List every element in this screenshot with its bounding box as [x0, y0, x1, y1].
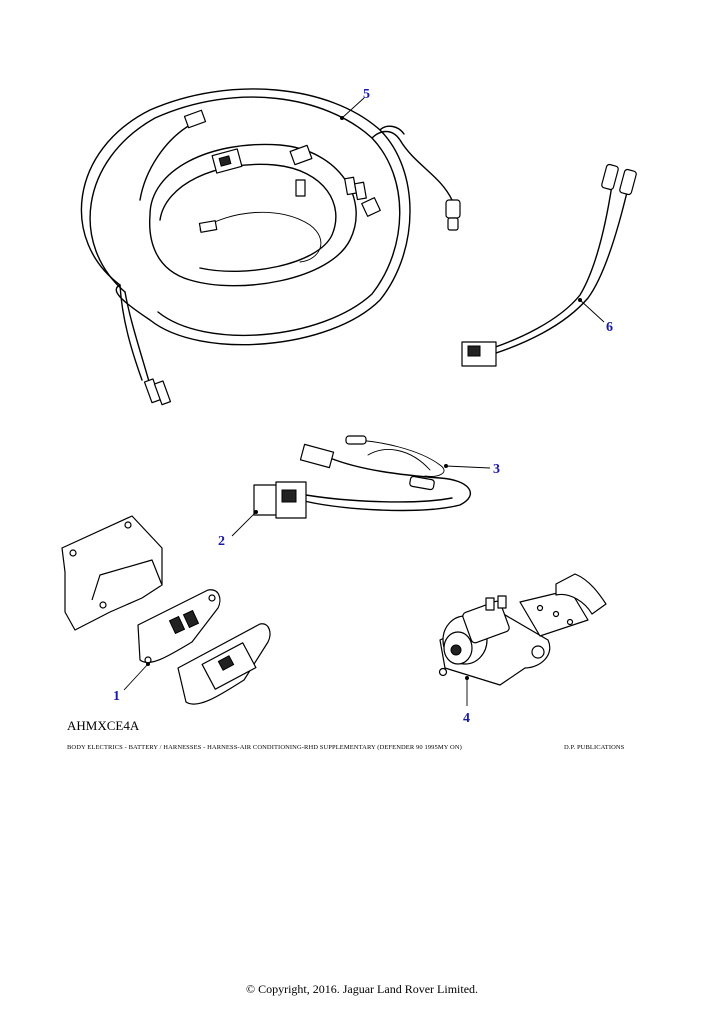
leader-dot-5 — [340, 116, 344, 120]
callout-6: 6 — [606, 320, 613, 335]
harness-5 — [80, 88, 453, 386]
leader-dot-3 — [444, 464, 448, 468]
diagram-reference-code: AHMXCE4A — [67, 718, 140, 733]
callout-2: 2 — [218, 534, 225, 549]
footer-description: BODY ELECTRICS - BATTERY / HARNESSES - H… — [67, 744, 462, 751]
callout-5: 5 — [363, 87, 370, 102]
footer-publisher: D.P. PUBLICATIONS — [564, 744, 625, 751]
callout-4: 4 — [463, 711, 470, 726]
callout-1: 1 — [113, 689, 120, 704]
leader-dot-2 — [254, 510, 258, 514]
leader-lines — [123, 97, 605, 706]
leader-dot-6 — [578, 298, 582, 302]
harness-6 — [461, 163, 637, 367]
harness-2-3 — [253, 435, 472, 519]
harness-5-connectors — [143, 109, 461, 406]
leader-dot-1 — [146, 662, 150, 666]
relay-4 — [438, 573, 607, 686]
copyright-notice: © Copyright, 2016. Jaguar Land Rover Lim… — [245, 982, 479, 996]
callout-3: 3 — [493, 462, 500, 477]
leader-dot-4 — [465, 676, 469, 680]
bracket-1 — [61, 515, 271, 705]
